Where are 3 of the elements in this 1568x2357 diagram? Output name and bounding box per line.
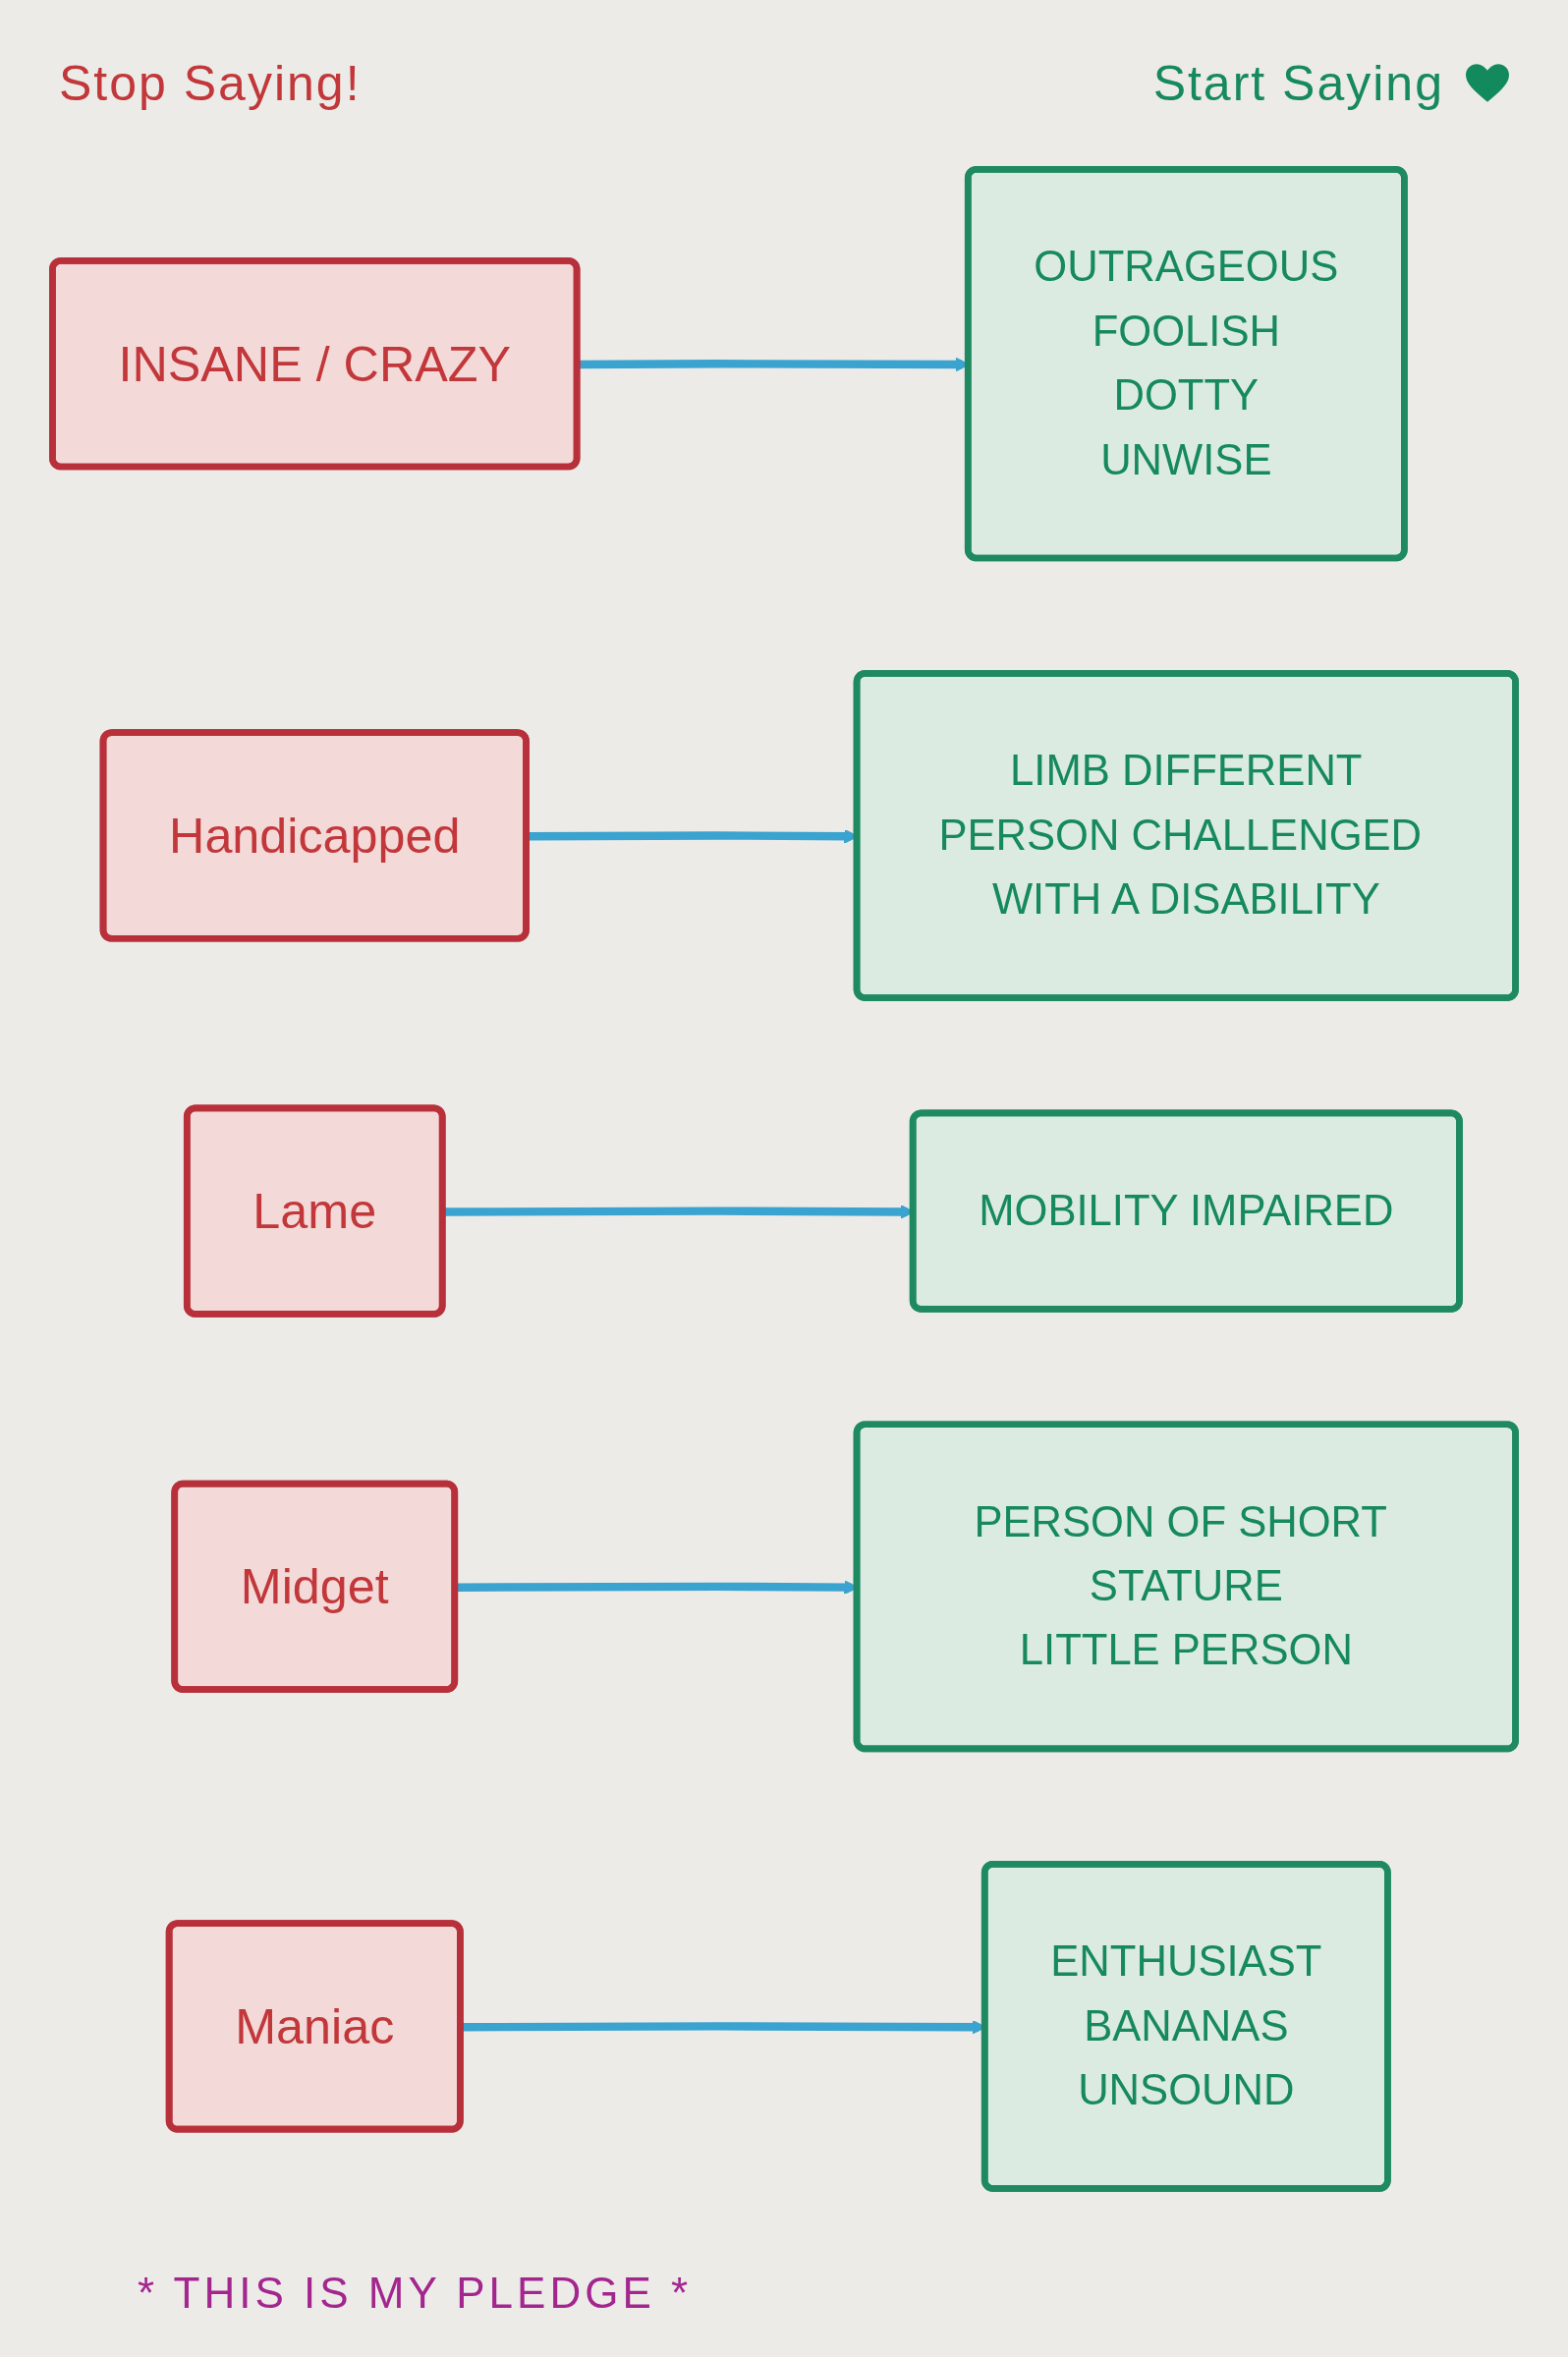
caption: * THIS IS MY PLEDGE * (138, 2269, 693, 2318)
column-heading: Start Saying (1152, 55, 1444, 112)
column-heading: Stop Saying! (59, 55, 362, 112)
